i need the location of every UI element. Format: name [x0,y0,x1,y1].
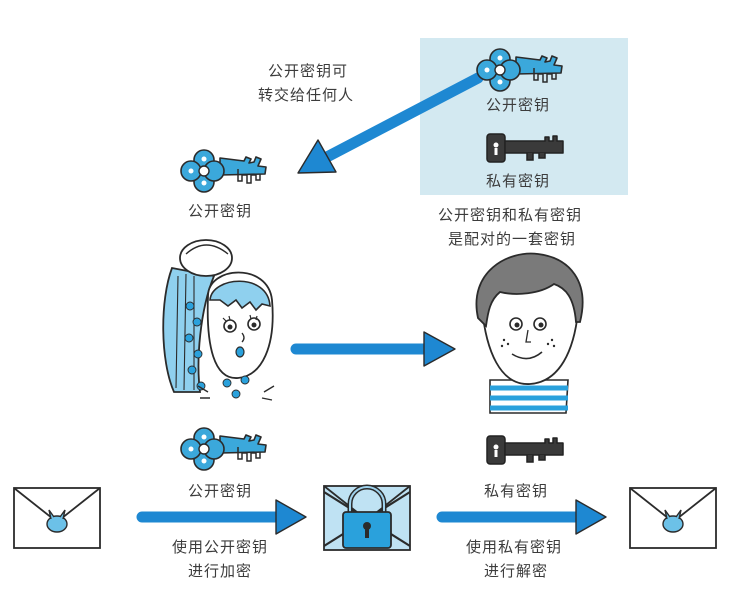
decrypt-label-line1: 使用私有密钥 [466,538,563,556]
send-arrow-icon [290,331,456,367]
share-note-line2: 转交给任何人 [258,86,355,104]
received-public-key-label: 公开密钥 [188,202,253,220]
panel-public-key-label: 公开密钥 [486,96,551,114]
sender-public-key-label: 公开密钥 [188,482,253,500]
opened-envelope-icon [629,487,717,549]
received-public-key-icon [180,149,267,193]
girl-icon [162,239,275,401]
boy-icon [475,252,584,414]
encrypt-label-line2: 进行加密 [188,562,253,580]
receiver-private-key-label: 私有密钥 [484,482,549,500]
pair-note-line1: 公开密钥和私有密钥 [438,206,583,224]
panel-private-key-label: 私有密钥 [486,172,551,190]
panel-public-key-icon [476,48,563,92]
share-arrow-icon [297,72,484,174]
plain-envelope-icon [13,487,101,549]
locked-envelope-icon [323,484,411,551]
encrypt-label-line1: 使用公开密钥 [172,538,269,556]
encrypt-arrow-icon [136,499,307,535]
pair-note-line2: 是配对的一套密钥 [448,230,577,248]
sender-public-key-icon [180,427,267,471]
decrypt-label-line2: 进行解密 [484,562,549,580]
panel-private-key-icon [486,133,564,163]
share-note-line1: 公开密钥可 [268,62,349,80]
decrypt-arrow-icon [436,499,607,535]
receiver-private-key-icon [486,435,564,465]
